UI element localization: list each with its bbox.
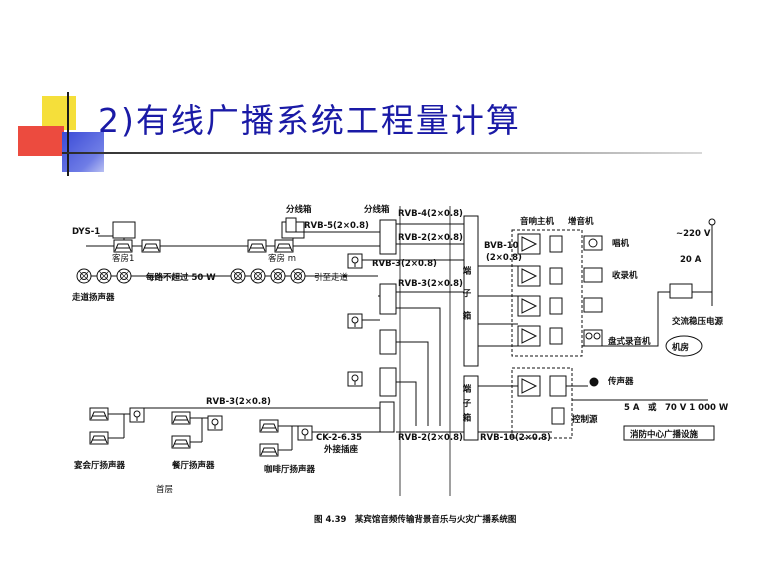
corridor-speaker-7 bbox=[290, 268, 306, 284]
label-room1: 客房1 bbox=[112, 253, 134, 264]
corridor-speaker-5 bbox=[250, 268, 266, 284]
label-rvb5: RVB-5(2×0.8) bbox=[304, 221, 369, 231]
tape-recorder-icon-1 bbox=[583, 297, 603, 313]
label-external-socket: 外接插座 bbox=[323, 444, 359, 455]
label-rvb4: RVB-4(2×0.8) bbox=[398, 209, 463, 219]
booster-3 bbox=[549, 297, 563, 315]
record-player-icon bbox=[583, 235, 603, 251]
label-fire-supply: 5 A 或 70 V 1 000 W bbox=[624, 402, 728, 413]
room-m-speaker-b bbox=[274, 239, 294, 253]
slide-title: 2)有线广播系统工程量计算 bbox=[98, 101, 521, 140]
label-banquet-speaker: 宴会厅扬声器 bbox=[74, 460, 126, 471]
label-dining-speaker: 餐厅扬声器 bbox=[171, 460, 215, 471]
corridor-speaker-3 bbox=[116, 268, 132, 284]
deco-vertical-rule bbox=[67, 92, 69, 176]
label-room-m: 客房 m bbox=[268, 253, 296, 264]
amplifier-4 bbox=[517, 325, 541, 347]
label-bvb10: BVB-10 bbox=[484, 241, 519, 251]
diagram-caption: 图 4.39 某宾馆音频传输背景音乐与火灾广播系统图 bbox=[314, 514, 516, 525]
junction-box-5 bbox=[379, 367, 397, 397]
label-ground-floor: 首层 bbox=[156, 484, 173, 495]
label-rvb2-bottom: RVB-2(2×0.8) bbox=[398, 433, 463, 443]
fire-booster bbox=[549, 375, 567, 397]
fire-rack bbox=[511, 367, 573, 439]
label-control-source: 控制源 bbox=[572, 414, 598, 425]
fire-center-box bbox=[623, 425, 715, 441]
label-junction-box-1: 分线箱 bbox=[286, 204, 312, 215]
fire-amplifier bbox=[517, 375, 541, 397]
deco-red-square bbox=[18, 126, 64, 156]
label-mic: 传声器 bbox=[607, 376, 634, 387]
label-rvb3-a: RVB-3(2×0.8) bbox=[372, 259, 437, 269]
label-junction-box-2: 分线箱 bbox=[364, 204, 390, 215]
room-m-speaker-a bbox=[247, 239, 267, 253]
label-dys: DYS-1 bbox=[72, 227, 100, 237]
banquet-speaker-2 bbox=[89, 431, 109, 445]
corridor-speaker-6 bbox=[270, 268, 286, 284]
label-machine-room: 机房 bbox=[672, 342, 689, 353]
label-terminal-box-2: 端子箱 bbox=[461, 383, 472, 427]
label-tape-recorder: 盘式录音机 bbox=[608, 336, 651, 347]
cafe-speaker-1 bbox=[259, 419, 279, 433]
label-rvb2-top: RVB-2(2×0.8) bbox=[398, 233, 463, 243]
label-rvb3-floor: RVB-3(2×0.8) bbox=[206, 397, 271, 407]
cafe-speaker-2 bbox=[259, 443, 279, 457]
room1-speaker-a bbox=[113, 239, 133, 253]
cafe-volume bbox=[297, 425, 313, 441]
label-fire-center: 消防中心广播设施 bbox=[630, 429, 699, 440]
label-ac-regulator: 交流稳压电源 bbox=[672, 316, 724, 327]
terminal-box-2 bbox=[463, 375, 479, 441]
junction-box-2 bbox=[379, 219, 397, 255]
amplifier-2 bbox=[517, 265, 541, 287]
booster-2 bbox=[549, 267, 563, 285]
terminal-box-1 bbox=[463, 215, 479, 367]
banquet-volume bbox=[129, 407, 145, 423]
corridor-speaker-2 bbox=[96, 268, 112, 284]
junction-box-1 bbox=[285, 217, 297, 233]
label-current: 20 A bbox=[680, 255, 702, 265]
label-rvb10-bottom: RVB-10(2×0.8) bbox=[480, 433, 551, 443]
junction-box-4 bbox=[379, 329, 397, 355]
radio-icon bbox=[583, 267, 603, 283]
label-rvb3-b: RVB-3(2×0.8) bbox=[398, 279, 463, 289]
volume-control-3 bbox=[347, 371, 363, 387]
label-to-corridor: 引至走道 bbox=[314, 272, 349, 283]
corridor-speaker-4 bbox=[230, 268, 246, 284]
banquet-speaker-1 bbox=[89, 407, 109, 421]
label-radio: 收录机 bbox=[612, 270, 638, 281]
junction-box-3 bbox=[379, 283, 397, 315]
volume-control-2 bbox=[347, 313, 363, 329]
label-ck-socket: CK-2-6.35 bbox=[316, 433, 362, 443]
dys-unit bbox=[112, 221, 136, 239]
control-source-box bbox=[551, 407, 565, 425]
junction-box-6 bbox=[379, 401, 395, 433]
booster-1 bbox=[549, 235, 563, 253]
volume-control-1 bbox=[347, 253, 363, 269]
label-record-player: 唱机 bbox=[612, 238, 630, 249]
label-cafe-speaker: 咖啡厅扬声器 bbox=[264, 464, 316, 475]
title-underline bbox=[62, 152, 702, 154]
machine-room-oval bbox=[665, 335, 703, 357]
amplifier-3 bbox=[517, 295, 541, 317]
label-voltage: ~220 V bbox=[676, 229, 711, 239]
dining-speaker-1 bbox=[171, 411, 191, 425]
microphone-icon bbox=[589, 377, 599, 387]
ac-regulator-box bbox=[669, 283, 693, 299]
label-corridor-speaker: 走道扬声器 bbox=[71, 292, 115, 303]
booster-4 bbox=[549, 327, 563, 345]
deco-yellow-square bbox=[42, 96, 76, 130]
dining-speaker-2 bbox=[171, 435, 191, 449]
label-bvb10-size: (2×0.8) bbox=[486, 253, 522, 263]
label-max-per-circuit: 每路不超过 50 W bbox=[146, 272, 216, 283]
label-main-amp: 音响主机 bbox=[520, 216, 555, 227]
label-booster-amp: 增音机 bbox=[568, 216, 594, 227]
system-diagram: DYS-1 客房1 客房 m 分线箱 RVB-5(2×0.8) 分线箱 RVB-… bbox=[68, 196, 729, 536]
dining-volume bbox=[207, 415, 223, 431]
amp-rack bbox=[511, 229, 583, 357]
label-terminal-box-1: 端子箱 bbox=[461, 265, 472, 333]
room1-speaker-b bbox=[141, 239, 161, 253]
corridor-speaker-1 bbox=[76, 268, 92, 284]
amplifier-1 bbox=[517, 233, 541, 255]
